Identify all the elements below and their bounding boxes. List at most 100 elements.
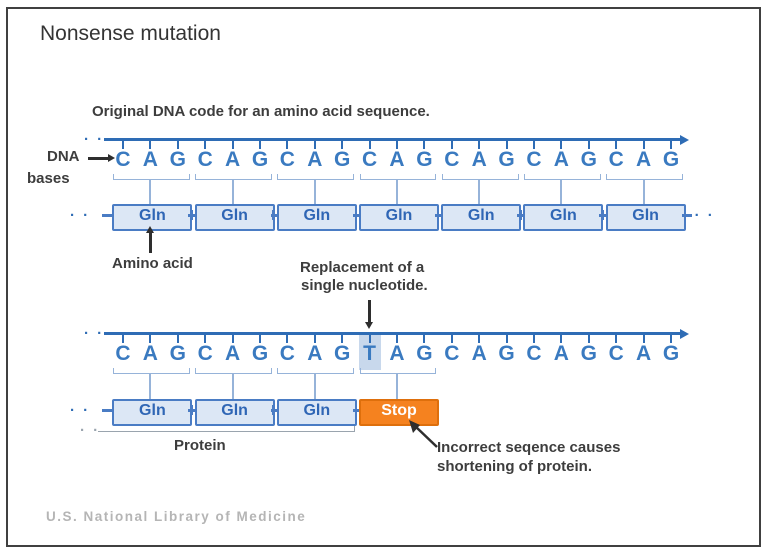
dna-tick (396, 335, 398, 343)
codon-connector (560, 179, 563, 204)
dna-tick (478, 141, 481, 149)
dna-strand-line (104, 138, 680, 141)
dna-base: G (580, 342, 597, 365)
amino-acid-box: Gln (359, 204, 439, 231)
replacement-annotation-line1: Replacement of a (300, 259, 425, 276)
dna-base: A (553, 342, 569, 365)
chain-link-tick (436, 210, 440, 220)
dna-base: C (279, 148, 295, 171)
dna-tick (368, 335, 371, 343)
dna-base: C (444, 148, 460, 171)
dna-base: A (389, 148, 405, 171)
dna-strand-arrowhead (680, 134, 689, 145)
dna-base: T (363, 342, 376, 365)
dna-base: C (197, 342, 213, 365)
dna-tick (505, 141, 508, 149)
dna-base: C (608, 148, 624, 171)
amino-acid-box: Gln (112, 399, 193, 426)
dna-bases-arrow-line (88, 157, 108, 160)
dna-base: G (416, 148, 433, 171)
dna-base: C (608, 342, 624, 365)
codon-connector (478, 179, 481, 204)
dna-base: C (115, 342, 131, 365)
shortened-protein-arrow (409, 420, 438, 448)
dna-tick (587, 141, 590, 149)
amino-acid-box: Gln (605, 204, 686, 231)
dna-tick (587, 335, 590, 343)
chain-link-tick (272, 210, 275, 220)
amino-acid-box: Gln (194, 204, 275, 231)
dna-base: A (142, 148, 158, 171)
codon-connector (149, 373, 152, 399)
codon-connector (149, 179, 152, 204)
mutated-base-highlight (358, 334, 381, 370)
dna-base: G (662, 342, 680, 365)
dna-tick (122, 141, 124, 149)
dna-tick (231, 335, 234, 343)
dna-strand-arrowhead (680, 328, 689, 339)
dna-base: A (636, 148, 652, 171)
dna-bases-arrow-head (108, 154, 115, 162)
dna-tick (670, 141, 672, 149)
original-sequence-caption: Original DNA code for an amino acid sequ… (92, 103, 430, 120)
dna-tick (560, 335, 563, 343)
source-attribution: U.S. National Library of Medicine (46, 509, 307, 524)
dna-tick (122, 335, 124, 343)
chain-link-tick (272, 405, 275, 415)
chain-link-tick (354, 405, 358, 415)
chain-link-tick (354, 210, 358, 220)
dna-base: A (307, 148, 323, 171)
dna-base: A (225, 342, 241, 365)
dna-tick (478, 335, 481, 343)
dna-base: A (142, 342, 158, 365)
dna-bases-label-line2: bases (27, 170, 70, 187)
dna-bases-label-line1: DNA (47, 148, 80, 165)
dna-tick (615, 141, 618, 149)
dna-tick (396, 141, 398, 149)
codon-connector (313, 373, 316, 399)
dna-strand-line (104, 332, 680, 335)
dna-tick (176, 141, 179, 149)
dna-base: A (471, 342, 487, 365)
amino-acid-arrow-head (146, 226, 154, 233)
strand-continuation-dots: · · (84, 325, 105, 342)
dna-base: G (498, 342, 515, 365)
dna-base: A (553, 148, 569, 171)
dna-base: C (115, 148, 131, 171)
codon-connector (231, 179, 234, 204)
dna-tick (286, 141, 289, 149)
dna-base: C (197, 148, 213, 171)
dna-tick (533, 335, 535, 343)
diagram-frame: Nonsense mutation Original DNA code for … (6, 7, 761, 547)
dna-base: A (307, 342, 323, 365)
dna-base: G (662, 148, 680, 171)
codon-connector (396, 179, 398, 204)
amino-acid-box: Gln (441, 204, 522, 231)
dna-base: G (251, 148, 269, 171)
replacement-arrow-head (365, 322, 373, 329)
codon-connector (396, 373, 398, 399)
dna-tick (259, 141, 261, 149)
dna-base: C (279, 342, 295, 365)
dna-base: G (169, 148, 186, 171)
dna-tick (204, 335, 207, 343)
codon-connector (642, 179, 645, 204)
amino-acid-box: Gln (523, 204, 604, 231)
dna-base: G (169, 342, 186, 365)
codon-bracket (113, 174, 190, 180)
replacement-annotation-line2: single nucleotide. (301, 277, 428, 294)
chain-link-tick (190, 405, 193, 415)
protein-bracket (98, 426, 355, 432)
incorrect-sequence-note-line1: Incorrect seqence causes (437, 439, 621, 456)
strand-continuation-dots: · · (84, 131, 105, 148)
chain-continuation-dots: · · (694, 207, 715, 224)
dna-tick (670, 335, 672, 343)
dna-base: G (416, 342, 433, 365)
dna-base: A (471, 148, 487, 171)
dna-tick (286, 335, 289, 343)
codon-bracket (524, 174, 601, 180)
dna-base: C (526, 148, 542, 171)
protein-label: Protein (174, 437, 226, 454)
stop-codon-box: Stop (359, 399, 439, 426)
dna-base: G (580, 148, 597, 171)
